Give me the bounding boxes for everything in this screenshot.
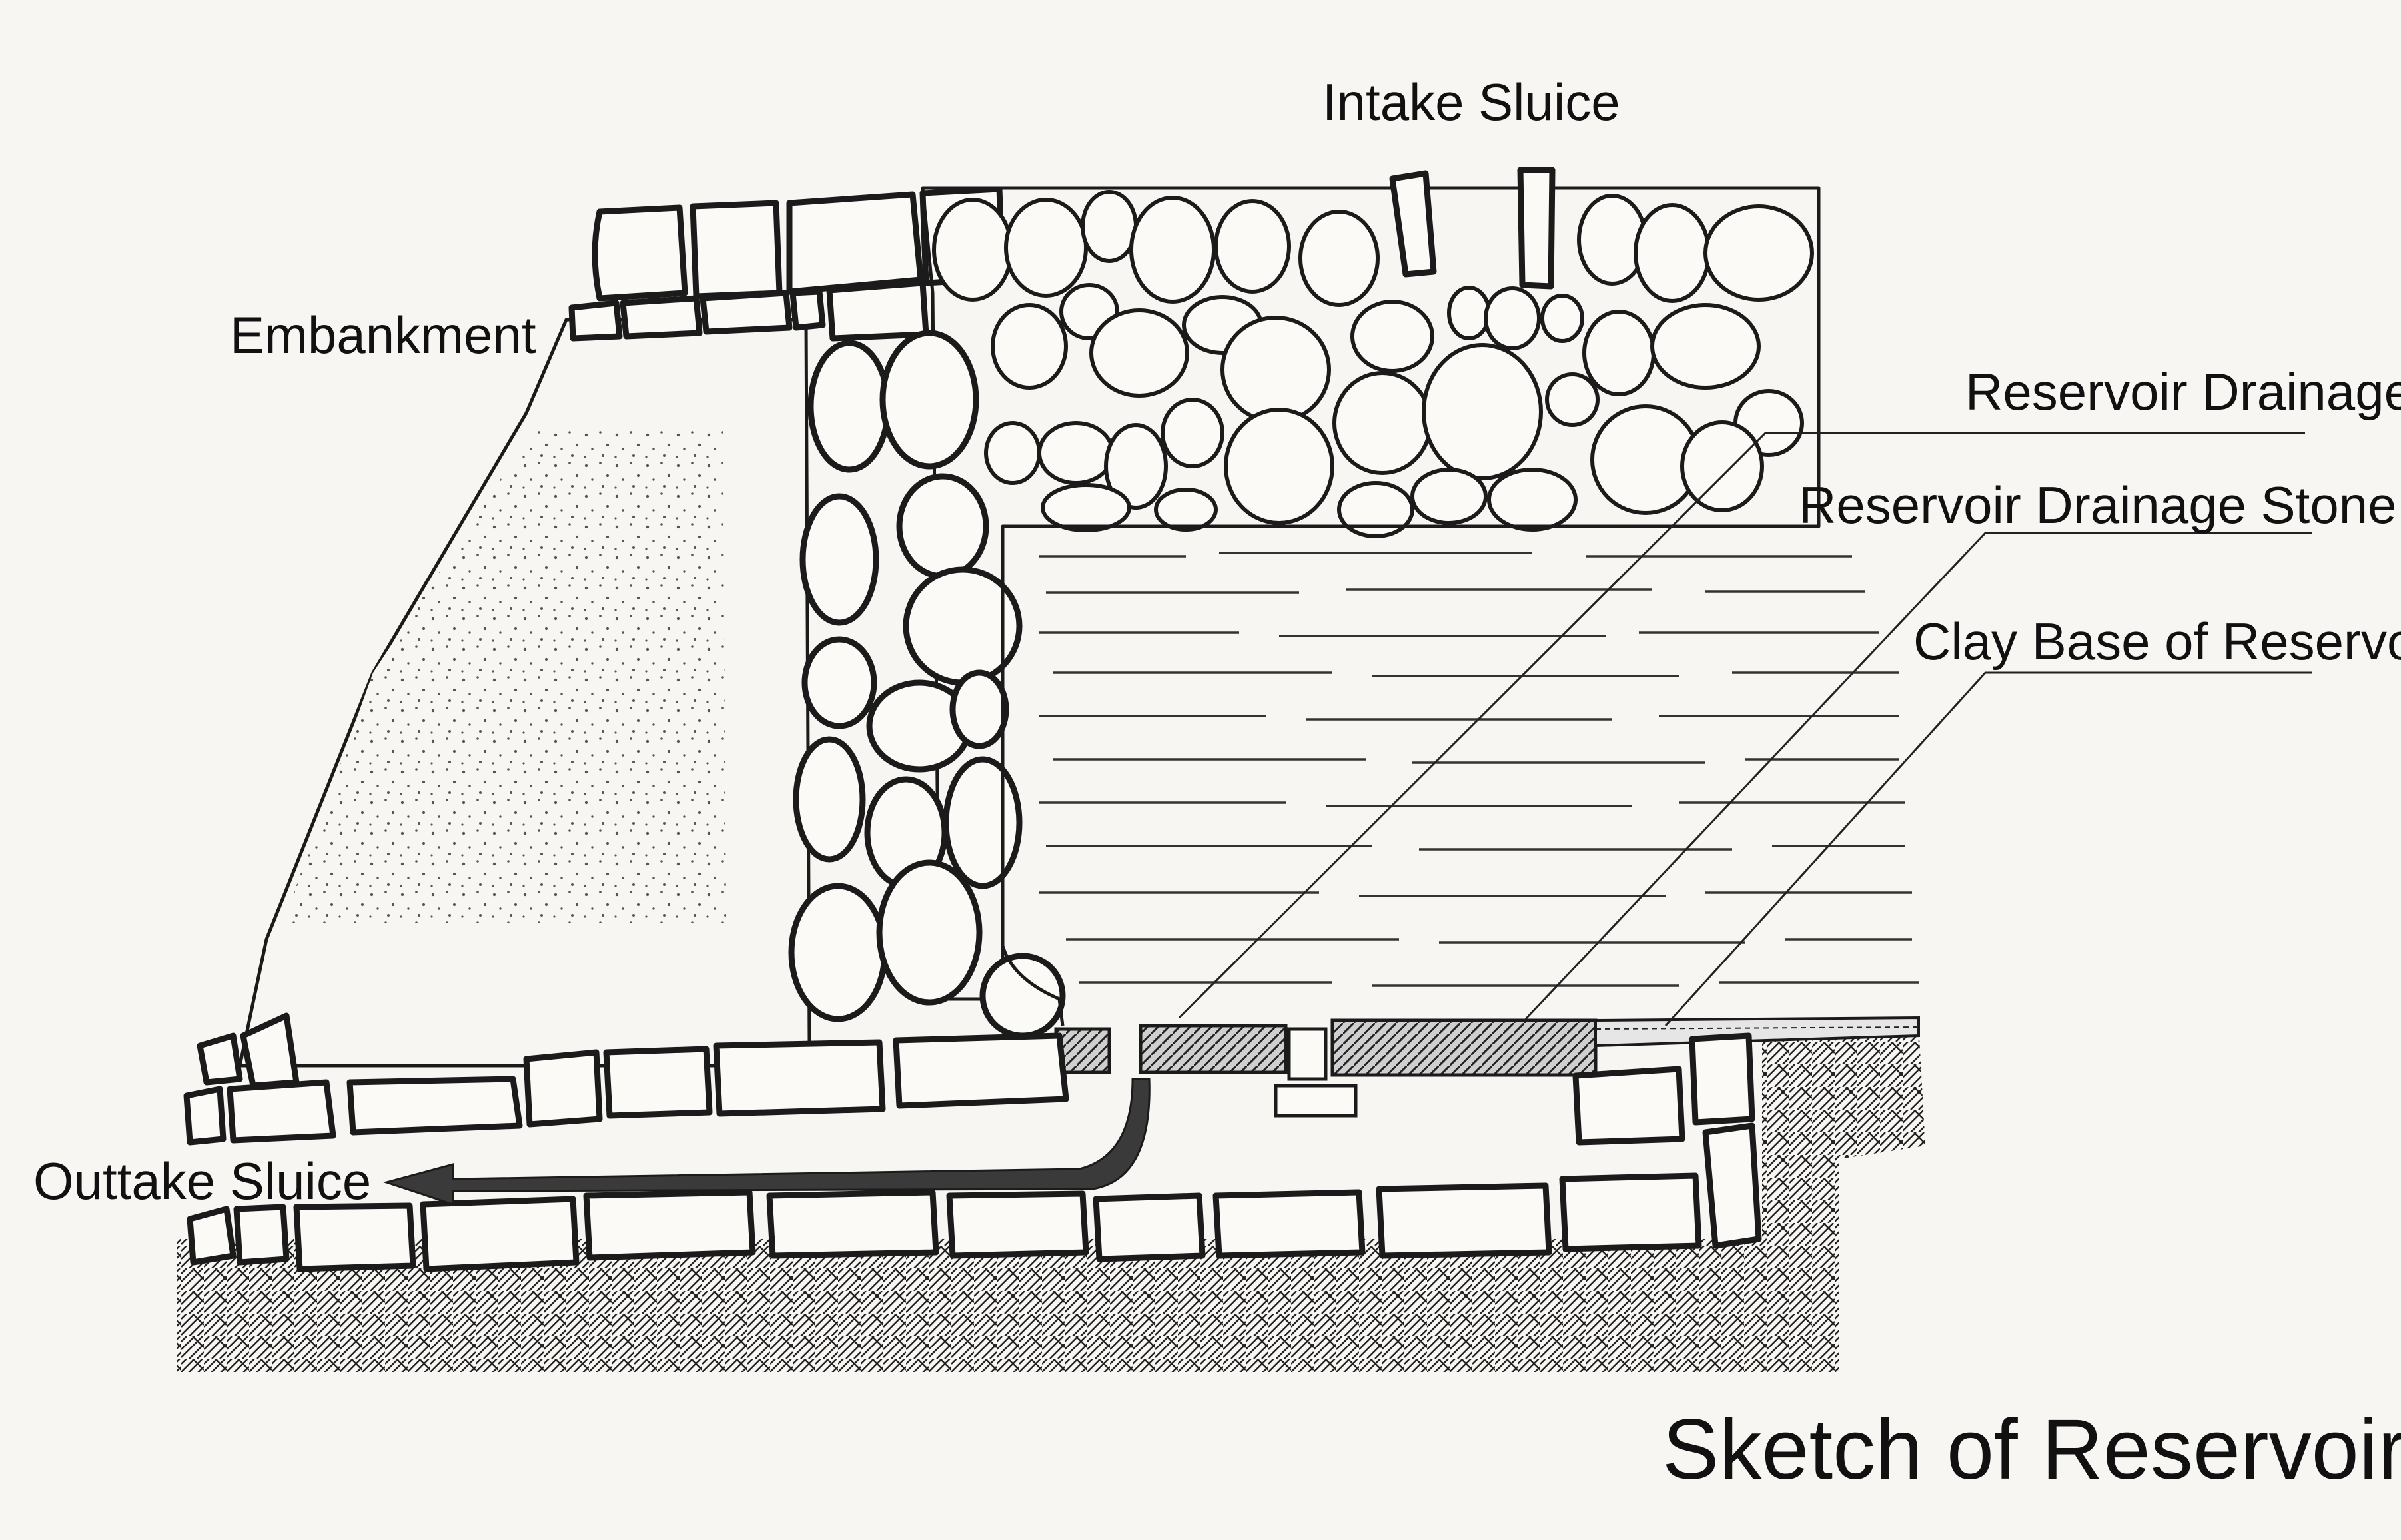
embankment-core [283,430,726,923]
embankment-label: Embankment [230,306,536,364]
clay-base-label: Clay Base of Reservoir [1913,612,2401,671]
diagram-title: Sketch of Reservoir [1662,1402,2401,1497]
right-wall-hatching [1762,1026,1925,1239]
intake-sluice-stones[interactable] [1389,167,1556,290]
outflow-arrow [382,1078,1151,1206]
drain-lower-stones [187,1122,1762,1272]
outtake-sluice-label: Outtake Sluice [33,1152,371,1210]
reservoir-water [1001,524,1919,1026]
drain-upper-stones [183,1012,1755,1146]
masonry-stones [932,190,1814,538]
foundation-hatching [177,1239,1839,1372]
column-stones [788,330,1066,1039]
reservoir-drainage-stone-lid-label: Reservoir Drainage Stone Lid [1799,476,2401,534]
reservoir-drainage-label: Reservoir Drainage [1965,362,2401,421]
leader-lines [1178,432,2312,1027]
intake-sluice-label: Intake Sluice [1322,73,1620,131]
